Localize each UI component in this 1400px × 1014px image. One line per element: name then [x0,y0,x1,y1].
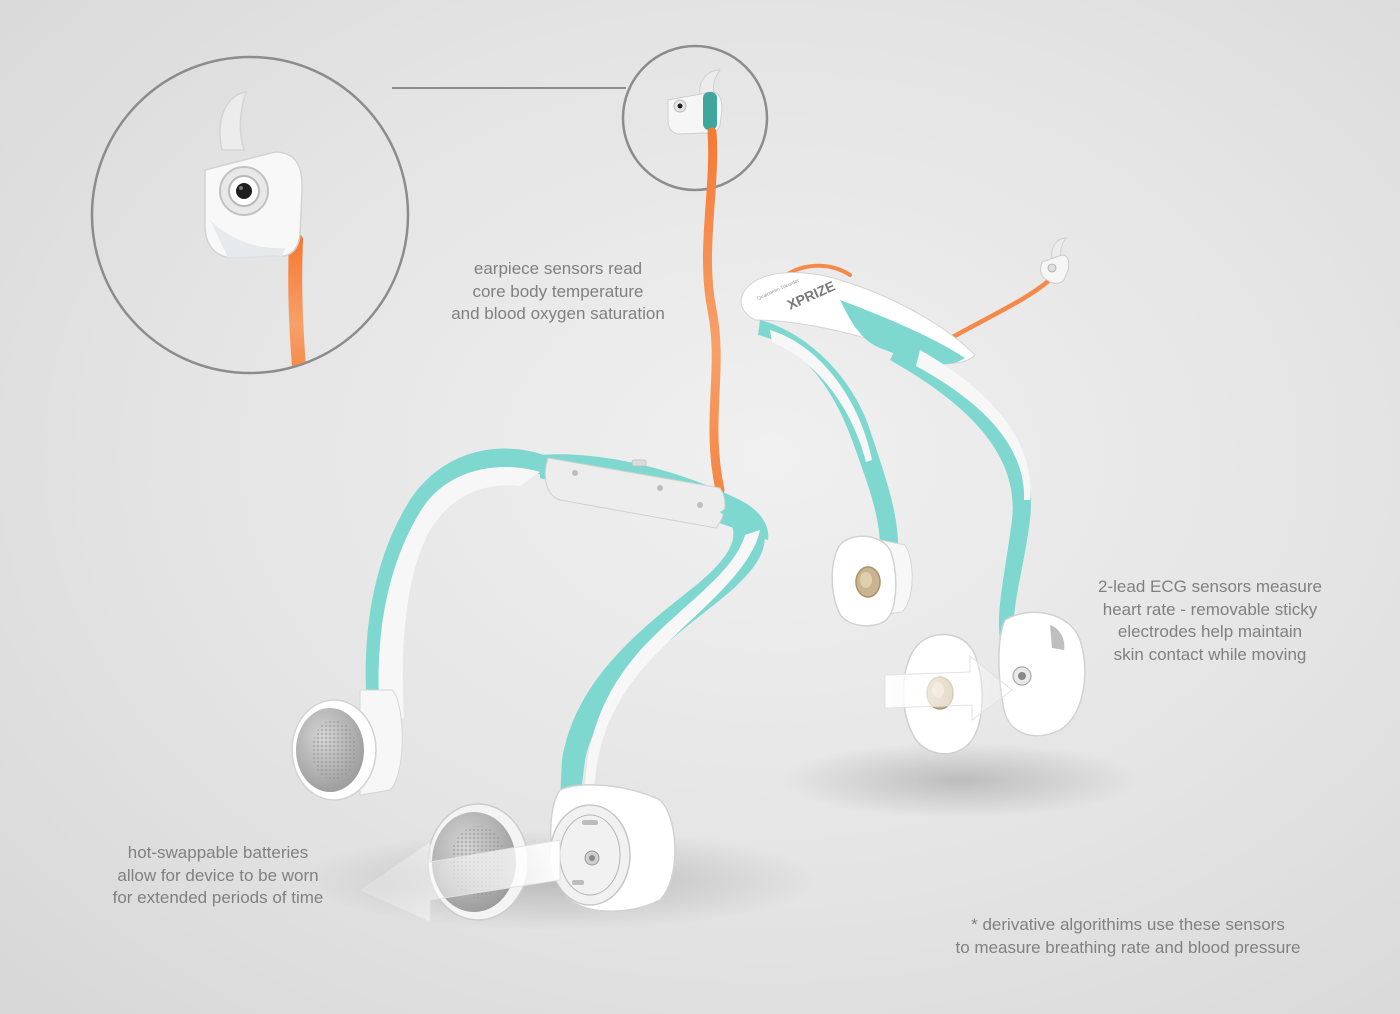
earpiece-cable [702,127,725,495]
caption-line: heart rate - removable sticky [1102,599,1318,619]
earpiece-small-callout [621,44,769,192]
caption-line: core body temperature [472,281,644,301]
caption-line: electrodes help maintain [1117,622,1303,641]
earpiece-zoom-callout [90,55,410,375]
electrode-attach-arrow [884,654,1013,721]
neckband-front [291,448,820,930]
caption-line: and blood oxygen saturation [451,304,665,323]
caption-line: * derivative algorithims use these senso… [971,915,1285,934]
caption-line: to measure breathing rate and blood pres… [955,937,1301,957]
caption-line: 2-lead ECG sensors measure [1098,577,1322,596]
caption-line: hot-swappable batteries [127,843,309,862]
earpiece-sensors-caption: earpiece sensors read core body temperat… [432,258,684,326]
battery-caption: hot-swappable batteries allow for device… [92,842,344,910]
derivative-algorithms-caption: * derivative algorithims use these senso… [930,914,1326,959]
neckband-rear: XPRIZE Qualcomm Tricorder [740,237,1140,818]
battery-remove-arrow [361,839,561,923]
caption-line: earpiece sensors read [473,259,643,278]
caption-line: allow for device to be worn [117,865,319,885]
caption-line: skin contact while moving [1113,644,1307,664]
caption-line: for extended periods of time [112,888,324,907]
ecg-sensors-caption: 2-lead ECG sensors measure heart rate - … [1072,576,1348,666]
